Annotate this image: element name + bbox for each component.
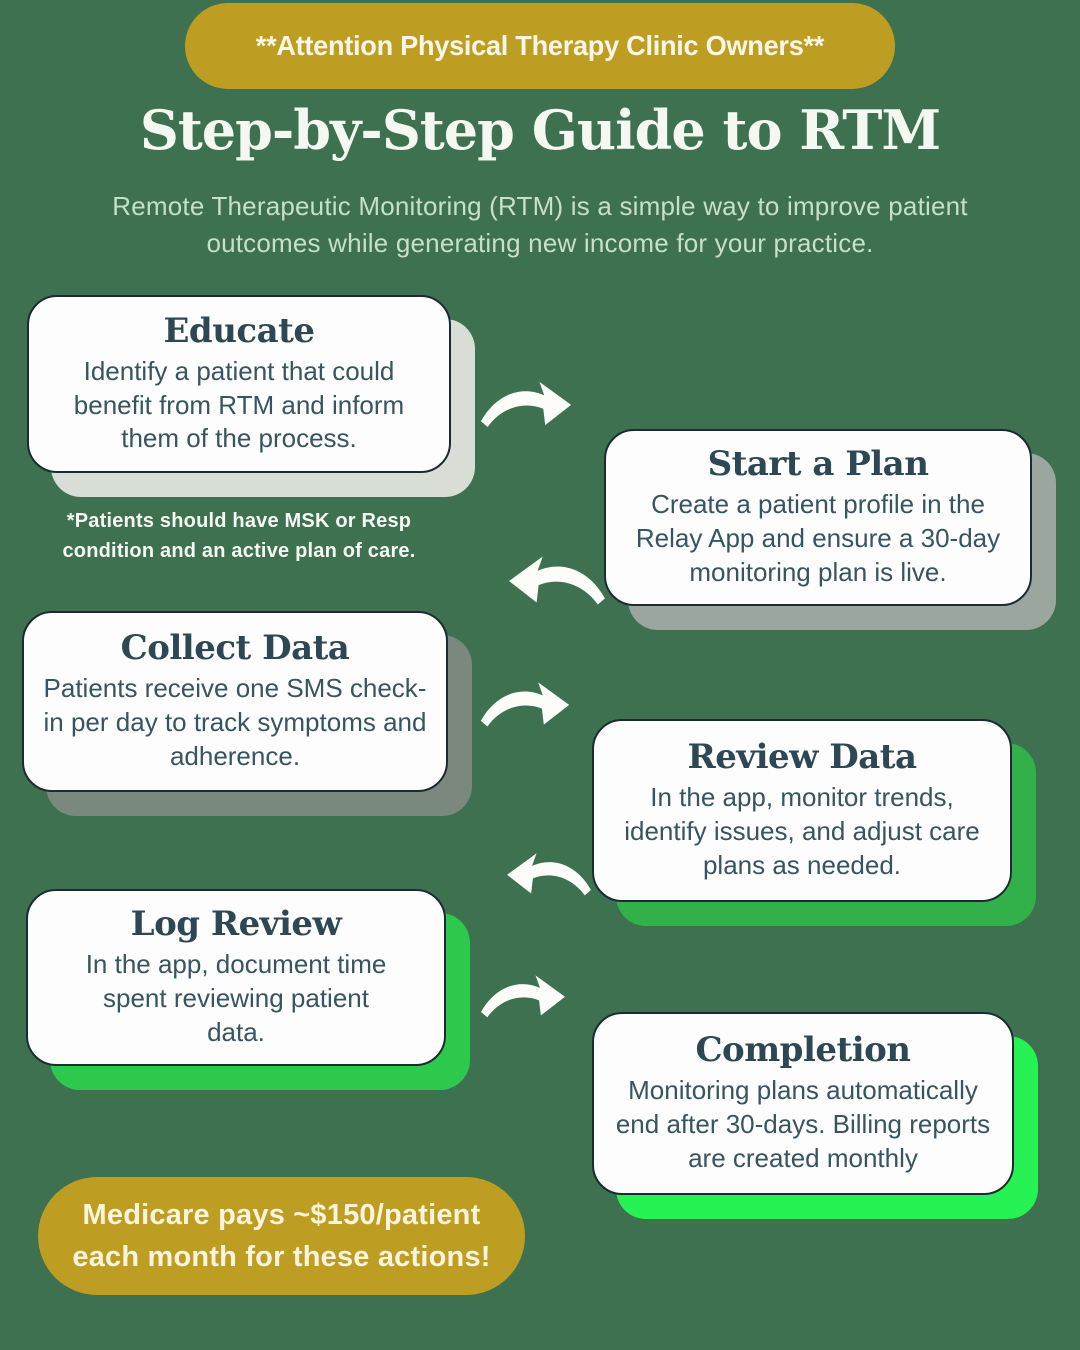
curved-arrow-left-icon [506, 548, 608, 610]
curved-arrow-right-icon [478, 676, 572, 730]
step-body-collect-data: Patients receive one SMS check-in per da… [43, 673, 427, 771]
step-body-review-data: In the app, monitor trends, identify iss… [624, 782, 980, 880]
page-subtitle: Remote Therapeutic Monitoring (RTM) is a… [112, 191, 968, 258]
step-body-educate: Identify a patient that could benefit fr… [73, 355, 405, 454]
step-card-log-review: Log Review In the app, document time spe… [26, 889, 446, 1066]
medicare-payout-banner: Medicare pays ~$150/patient each month f… [38, 1177, 525, 1295]
patient-condition-note: *Patients should have MSK or Resp condit… [62, 510, 416, 562]
step-title-log-review: Log Review [130, 904, 342, 945]
step-card-collect-data: Collect Data Patients receive one SMS ch… [22, 611, 448, 792]
step-title-collect-data: Collect Data [120, 628, 350, 669]
step-title-completion: Completion [695, 1030, 911, 1071]
attention-banner-text: **Attention Physical Therapy Clinic Owne… [255, 30, 825, 61]
step-title-educate: Educate [163, 310, 315, 351]
step-body-start-a-plan: Create a patient profile in the Relay Ap… [635, 489, 1001, 587]
step-title-start-a-plan: Start a Plan [707, 444, 929, 485]
step-card-start-a-plan: Start a Plan Create a patient profile in… [604, 429, 1032, 606]
step-body-completion: Monitoring plans automatically end after… [615, 1075, 991, 1173]
step-card-completion: Completion Monitoring plans automaticall… [592, 1012, 1014, 1195]
step-title-review-data: Review Data [687, 737, 917, 778]
step-card-educate: Educate Identify a patient that could be… [27, 295, 451, 473]
step-body-log-review: In the app, document time spent reviewin… [85, 949, 387, 1047]
curved-arrow-left-icon [502, 848, 596, 898]
step-card-review-data: Review Data In the app, monitor trends, … [592, 719, 1012, 902]
curved-arrow-right-icon [478, 376, 574, 430]
curved-arrow-right-icon [474, 970, 572, 1020]
page-title: Step-by-Step Guide to RTM [139, 98, 941, 162]
medicare-payout-text: Medicare pays ~$150/patient each month f… [72, 1198, 491, 1273]
attention-banner: **Attention Physical Therapy Clinic Owne… [185, 3, 895, 89]
